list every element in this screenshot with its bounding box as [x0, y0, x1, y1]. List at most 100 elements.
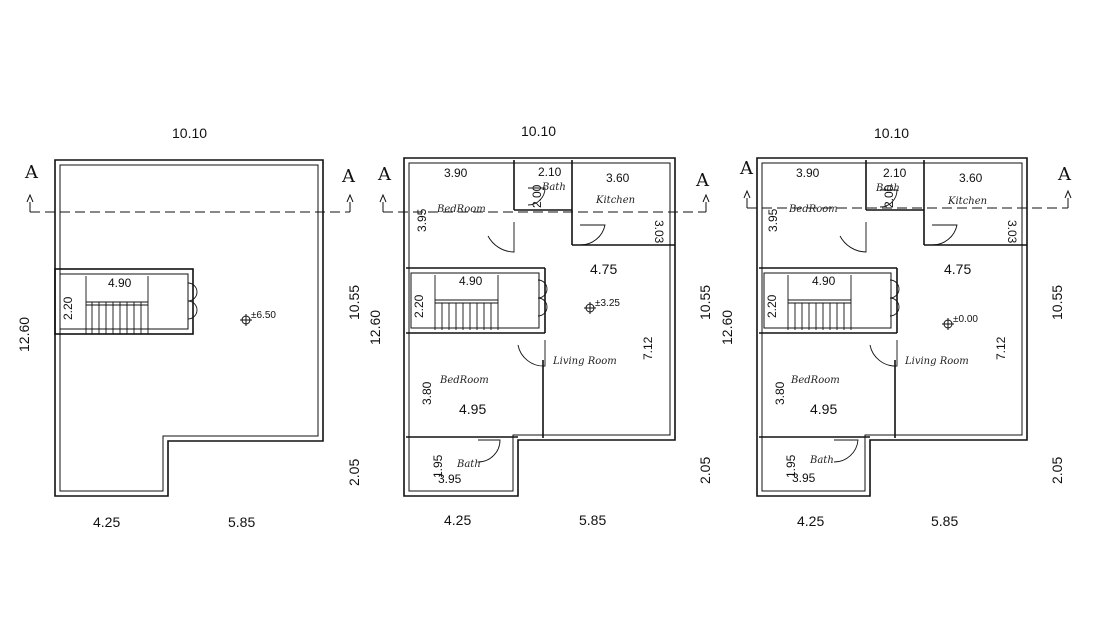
room-dim: 3.95	[415, 208, 429, 232]
section-arrow-icon	[743, 189, 751, 199]
room-name: Bath	[541, 182, 566, 193]
section-arrow-icon	[1064, 189, 1072, 199]
section-label-left: A	[739, 158, 754, 179]
room-name: BedRoom	[790, 375, 840, 386]
level-marker-icon	[240, 314, 252, 326]
section-line-a: A A	[377, 164, 710, 213]
stair-core	[410, 272, 548, 330]
room-name: Bath	[875, 183, 900, 194]
roof-outline-inner	[59, 164, 319, 492]
level-label: ±0.00	[953, 314, 978, 325]
dim-right-low: 2.05	[346, 459, 362, 486]
dim-stair-width: 4.90	[812, 274, 836, 288]
level-marker-icon	[584, 302, 596, 314]
roof-outline	[54, 159, 324, 497]
dim-right-low: 2.05	[697, 457, 713, 484]
room-name: BedRoom	[436, 204, 486, 215]
room-dim: 2.00	[530, 184, 544, 208]
room-dim: 3.90	[444, 166, 468, 180]
room-dim: 3.95	[766, 208, 780, 232]
section-arrow-icon	[26, 193, 34, 203]
first-interior-walls	[406, 160, 675, 438]
room-name: Bath	[809, 455, 834, 466]
room-bath-1: 2.10 2.00 Bath	[875, 166, 907, 208]
room-dim: 4.95	[459, 401, 486, 417]
room-kitchen: 3.60 3.03 Kitchen	[947, 171, 1019, 244]
stair-core	[763, 272, 900, 330]
dim-stair-width: 4.90	[459, 274, 483, 288]
room-name: Living Room	[552, 356, 617, 367]
first-outline-inner	[408, 162, 671, 492]
room-bedroom-2: 4.95 3.80 BedRoom	[773, 375, 840, 417]
room-name: Kitchen	[947, 196, 987, 207]
dim-bottom-left: 4.25	[444, 512, 471, 528]
room-dim: 7.12	[994, 336, 1008, 360]
dim-stair-height: 2.20	[61, 296, 75, 320]
dim-right-low: 2.05	[1049, 457, 1065, 484]
room-name: BedRoom	[788, 204, 838, 215]
room-living: 4.75 7.12 Living Room	[904, 261, 1008, 367]
dim-left: 12.60	[16, 317, 32, 352]
dim-bottom-right: 5.85	[931, 513, 958, 529]
room-dim: 3.60	[606, 171, 630, 185]
plan-roof: A A ±6.50 10.10 12.60 10.55 2.05 4.25 5.…	[16, 125, 362, 530]
section-label-left: A	[377, 164, 392, 185]
level-label: ±6.50	[251, 310, 276, 321]
section-label-right: A	[695, 170, 710, 191]
dim-left: 12.60	[367, 310, 383, 345]
door-swings	[833, 189, 958, 463]
dim-top: 10.10	[874, 125, 909, 141]
section-label-left: A	[24, 162, 39, 183]
dim-right-main: 10.55	[1049, 285, 1065, 320]
dim-bottom-left: 4.25	[93, 514, 120, 530]
room-name: Living Room	[904, 356, 969, 367]
dim-right-main: 10.55	[346, 285, 362, 320]
first-outline	[403, 157, 676, 497]
room-bedroom-2: 4.95 3.80 BedRoom	[420, 375, 489, 417]
room-dim: 1.95	[431, 454, 445, 478]
section-line-a: A A	[24, 162, 356, 213]
room-dim: 2.10	[883, 166, 907, 180]
dim-bottom-left: 4.25	[797, 513, 824, 529]
plan-ground-floor: A A ±0.00 10.10 12.60 10.55 2.05 4.25 5.…	[719, 125, 1072, 529]
ground-outline	[756, 157, 1028, 497]
room-dim: 3.03	[652, 220, 666, 244]
section-arrow-icon	[346, 193, 354, 203]
door-swings	[477, 187, 606, 463]
room-dim: 7.12	[641, 336, 655, 360]
dim-top: 10.10	[172, 125, 207, 141]
level-label: ±3.25	[595, 298, 620, 309]
room-dim: 3.95	[438, 472, 462, 486]
dim-stair-width: 4.90	[108, 276, 132, 290]
room-bedroom-1: 3.90 3.95 BedRoom	[415, 166, 486, 232]
room-bedroom-1: 3.90 3.95 BedRoom	[766, 166, 838, 232]
room-name: Bath	[456, 459, 481, 470]
dim-right-main: 10.55	[697, 285, 713, 320]
dim-stair-height: 2.20	[765, 294, 779, 318]
stair-core	[54, 268, 198, 335]
room-name: Kitchen	[595, 195, 635, 206]
room-dim: 3.80	[420, 381, 434, 405]
room-dim: 3.80	[773, 381, 787, 405]
section-line-a: A A	[739, 158, 1072, 209]
dim-stair-height: 2.20	[412, 294, 426, 318]
room-bath-2: 3.95 1.95 Bath	[784, 454, 834, 485]
room-kitchen: 3.60 3.03 Kitchen	[595, 171, 666, 244]
level-marker-icon	[942, 318, 954, 330]
dim-left: 12.60	[719, 310, 735, 345]
room-dim: 4.75	[590, 261, 617, 277]
room-bath-2: 3.95 1.95 Bath	[431, 454, 481, 486]
section-arrow-icon	[702, 193, 710, 203]
room-dim: 3.95	[792, 471, 816, 485]
section-label-right: A	[1057, 164, 1072, 185]
room-dim: 3.60	[959, 171, 983, 185]
room-dim: 3.03	[1005, 220, 1019, 244]
ground-outline-inner	[761, 162, 1023, 492]
dim-bottom-right: 5.85	[579, 512, 606, 528]
plan-first-floor: A A ±3.25 10.10 12.60 10.55 2.05 4.25 5.…	[367, 123, 713, 528]
room-dim: 2.10	[538, 165, 562, 179]
room-bath-1: 2.10 2.00 Bath	[530, 165, 566, 208]
section-arrow-icon	[379, 193, 387, 203]
dim-top: 10.10	[521, 123, 556, 139]
